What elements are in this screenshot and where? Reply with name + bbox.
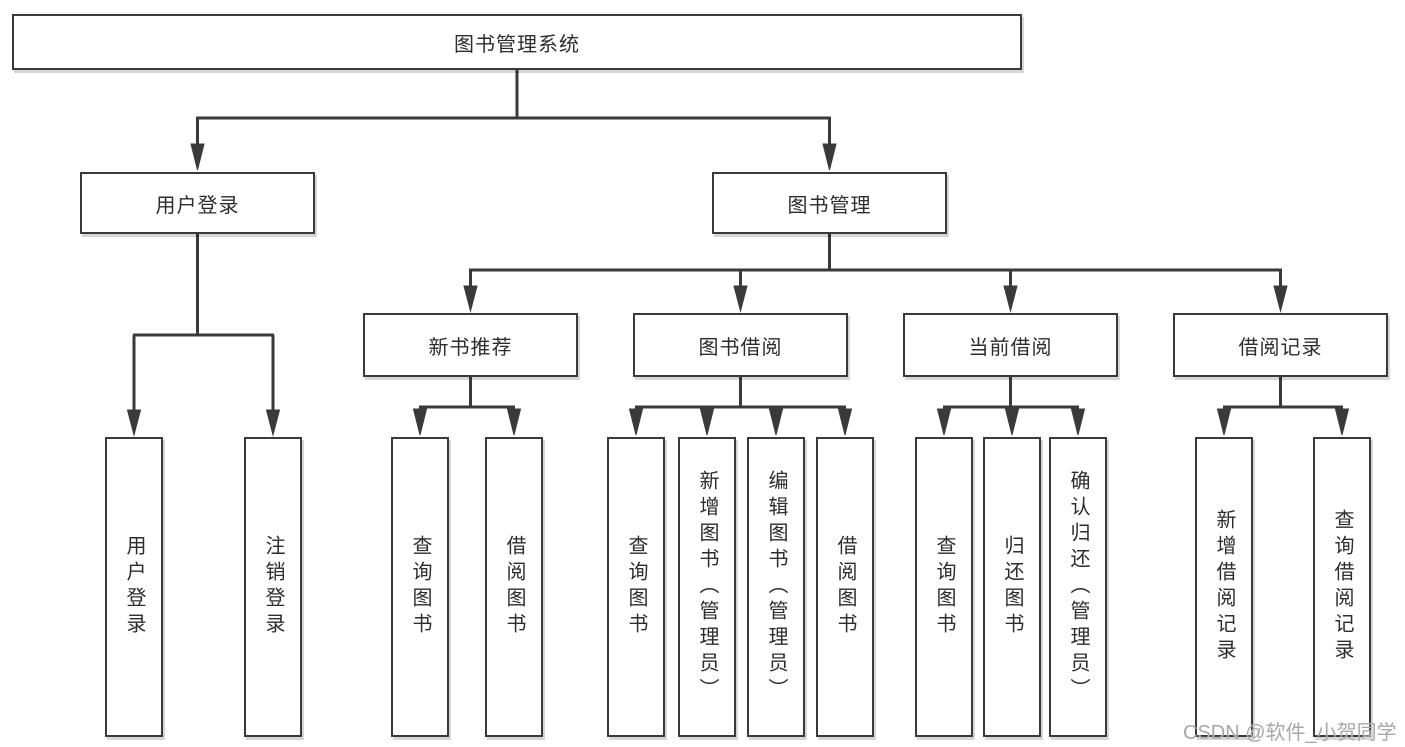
leaf-confirm-return-admin-label: 确认归还（管理员） bbox=[1067, 470, 1089, 704]
node-user-login-label: 用户登录 bbox=[155, 194, 240, 217]
node-book-management: 图书管理 bbox=[712, 172, 947, 234]
arrowhead-newbook bbox=[463, 285, 478, 313]
node-book-borrowing: 图书借阅 bbox=[633, 313, 848, 377]
node-user-login: 用户登录 bbox=[80, 172, 315, 234]
node-new-book-recommend: 新书推荐 bbox=[363, 313, 578, 377]
node-current-borrowing: 当前借阅 bbox=[903, 313, 1118, 377]
arrowhead-leaf-query-record bbox=[1334, 408, 1350, 436]
node-borrow-records: 借阅记录 bbox=[1173, 313, 1388, 377]
leaf-logout-label: 注销登录 bbox=[262, 535, 284, 639]
leaf-query-books-current: 查询图书 bbox=[915, 437, 973, 737]
leaf-user-login: 用户登录 bbox=[105, 437, 163, 737]
arrowhead-leaf-query2 bbox=[628, 408, 644, 436]
arrowhead-book-mgmt bbox=[822, 143, 837, 171]
leaf-query-books-recommend-label: 查询图书 bbox=[409, 535, 431, 639]
csdn-watermark: CSDN @软件_小贺同学 bbox=[1183, 722, 1397, 744]
leaf-edit-book-admin: 编辑图书（管理员） bbox=[747, 437, 805, 737]
leaf-return-books-label: 归还图书 bbox=[1001, 535, 1023, 639]
leaf-add-borrow-record: 新增借阅记录 bbox=[1195, 437, 1253, 737]
arrowhead-leaf-borrow1 bbox=[506, 408, 522, 436]
arrowhead-leaf-query3 bbox=[936, 408, 952, 436]
arrowhead-leaf-return bbox=[1004, 408, 1020, 436]
leaf-edit-book-admin-label: 编辑图书（管理员） bbox=[765, 470, 787, 704]
arrowhead-leaf-logout bbox=[265, 409, 281, 437]
leaf-confirm-return-admin: 确认归还（管理员） bbox=[1049, 437, 1107, 737]
arrowhead-leaf-query1 bbox=[412, 408, 428, 436]
leaf-borrow-books-recommend: 借阅图书 bbox=[485, 437, 543, 737]
node-library-system-label: 图书管理系统 bbox=[454, 33, 580, 56]
leaf-logout: 注销登录 bbox=[244, 437, 302, 737]
leaf-borrow-books-recommend-label: 借阅图书 bbox=[503, 535, 525, 639]
node-new-book-recommend-label: 新书推荐 bbox=[428, 336, 513, 359]
arrowhead-leaf-edit-book bbox=[768, 408, 784, 436]
leaf-user-login-label: 用户登录 bbox=[123, 535, 145, 639]
leaf-return-books: 归还图书 bbox=[983, 437, 1041, 737]
leaf-borrow-books: 借阅图书 bbox=[816, 437, 874, 737]
arrowhead-current bbox=[1003, 285, 1018, 313]
leaf-query-borrow-record: 查询借阅记录 bbox=[1313, 437, 1371, 737]
leaf-query-books-borrow: 查询图书 bbox=[607, 437, 665, 737]
leaf-borrow-books-label: 借阅图书 bbox=[834, 535, 856, 639]
node-library-system: 图书管理系统 bbox=[12, 14, 1022, 70]
leaf-add-book-admin-label: 新增图书（管理员） bbox=[696, 470, 718, 704]
arrowhead-records bbox=[1273, 285, 1288, 313]
arrowhead-leaf-add-record bbox=[1216, 408, 1232, 436]
arrowhead-user-login bbox=[190, 143, 205, 171]
arrowhead-leaf-confirm-return bbox=[1070, 408, 1086, 436]
leaf-add-book-admin: 新增图书（管理员） bbox=[678, 437, 736, 737]
leaf-query-books-current-label: 查询图书 bbox=[933, 535, 955, 639]
arrowhead-leaf-login bbox=[126, 409, 142, 437]
leaf-query-books-recommend: 查询图书 bbox=[391, 437, 449, 737]
leaf-add-borrow-record-label: 新增借阅记录 bbox=[1213, 509, 1235, 665]
node-current-borrowing-label: 当前借阅 bbox=[968, 336, 1053, 359]
arrowhead-leaf-borrow2 bbox=[837, 408, 853, 436]
arrowhead-borrow bbox=[733, 285, 748, 313]
leaf-query-borrow-record-label: 查询借阅记录 bbox=[1331, 509, 1353, 665]
node-borrow-records-label: 借阅记录 bbox=[1238, 336, 1323, 359]
arrowhead-leaf-add-book bbox=[699, 408, 715, 436]
node-book-management-label: 图书管理 bbox=[787, 194, 872, 217]
leaf-query-books-borrow-label: 查询图书 bbox=[625, 535, 647, 639]
node-book-borrowing-label: 图书借阅 bbox=[698, 336, 783, 359]
